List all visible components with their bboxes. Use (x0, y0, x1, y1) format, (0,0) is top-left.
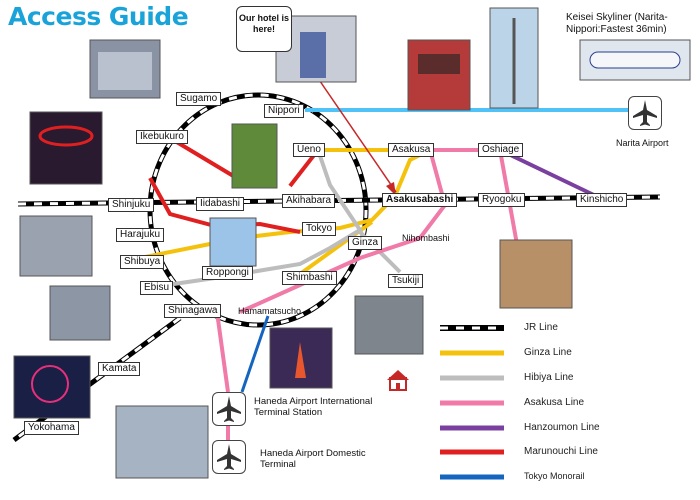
narita-airport-label: Narita Airport (616, 138, 669, 148)
page-title: Access Guide (8, 2, 189, 31)
photo-asakusa (407, 39, 471, 111)
station-hamamatsucho: Hamamatsucho (238, 306, 302, 316)
hanzomon-line (499, 148, 599, 199)
tokaido-line-dashes (13, 316, 181, 442)
monorail-line (240, 315, 270, 393)
airplane-icon (633, 100, 657, 126)
station-oshiage: Oshiage (478, 143, 524, 157)
photo-harajuku (19, 215, 93, 277)
photo-tsukiji (354, 295, 424, 355)
photo-roppongi (209, 217, 257, 267)
airplane-icon (217, 444, 241, 470)
legend-tokyo-monorail: Tokyo Monorail (524, 471, 585, 481)
photo-haneda (115, 405, 209, 479)
photo-shinjuku (29, 111, 103, 185)
legend-swatches (440, 325, 504, 480)
station-shinagawa: Shinagawa (164, 304, 222, 318)
legend-hanzoumon-line: Hanzoumon Line (524, 422, 600, 433)
station-asakusabashi: Asakusabashi (382, 193, 458, 207)
station-tsukiji: Tsukiji (388, 274, 424, 288)
haneda-intl-label: Haneda Airport International Terminal St… (254, 396, 373, 418)
station-ryogoku: Ryogoku (478, 193, 526, 207)
yamanote-loop-dashes (148, 93, 368, 327)
photo-asakusa-roof (418, 54, 460, 74)
photo-yokohama-wheel (31, 365, 69, 403)
station-harajuku: Harajuku (116, 228, 165, 242)
station-kamata: Kamata (98, 362, 141, 376)
airplane-icon (217, 396, 241, 422)
skyliner-label: Keisei Skyliner (Narita-Nippori:Fastest … (566, 12, 668, 35)
station-iidabashi: Iidabashi (196, 197, 245, 211)
house-icon (387, 370, 409, 391)
station-shinjuku: Shinjuku (108, 198, 155, 212)
station-yokohama: Yokohama (24, 421, 79, 435)
legend-marunouchi-line: Marunouchi Line (524, 446, 598, 457)
photo-shinjuku-sign (38, 125, 94, 147)
station-shimbashi: Shimbashi (282, 271, 337, 285)
haneda-dom-plane-box (212, 440, 246, 474)
station-sugamo: Sugamo (176, 92, 222, 106)
station-kinshicho: Kinshicho (576, 193, 628, 207)
legend-hibiya-line: Hibiya Line (524, 372, 574, 383)
station-tokyo: Tokyo (302, 222, 337, 236)
station-nippori: Nippori (264, 104, 304, 118)
station-akihabara: Akihabara (282, 194, 336, 208)
photo-ikebukuro-building (98, 52, 152, 90)
narita-plane-box (628, 96, 662, 130)
haneda-intl-plane-box (212, 392, 246, 426)
legend-asakusa-line: Asakusa Line (524, 397, 585, 408)
photo-sumo (499, 239, 573, 309)
photo-ueno (231, 123, 278, 189)
station-ebisu: Ebisu (140, 281, 174, 295)
photo-hotel-building (300, 32, 326, 78)
station-ginza: Ginza (348, 236, 383, 250)
station-roppongi: Roppongi (202, 266, 253, 280)
station-shibuya: Shibuya (120, 255, 165, 269)
station-nihombashi: Nihombashi (402, 233, 450, 243)
legend-jr-line: JR Line (524, 322, 558, 333)
hotel-arrow-head (386, 182, 396, 196)
asakusa-line-haneda (215, 311, 230, 393)
hotel-callout: Our hotel is here! (236, 6, 292, 52)
station-asakusa: Asakusa (388, 143, 435, 157)
photo-skyliner-train (589, 51, 681, 69)
photo-shibuya (49, 285, 111, 341)
photo-tokyo-tower-shape (295, 342, 306, 378)
haneda-dom-label: Haneda Airport Domestic Terminal (260, 448, 366, 470)
station-ueno: Ueno (293, 143, 325, 157)
asakusa-line (239, 148, 500, 314)
station-ikebukuro: Ikebukuro (136, 130, 188, 144)
legend-ginza-line: Ginza Line (524, 347, 572, 358)
